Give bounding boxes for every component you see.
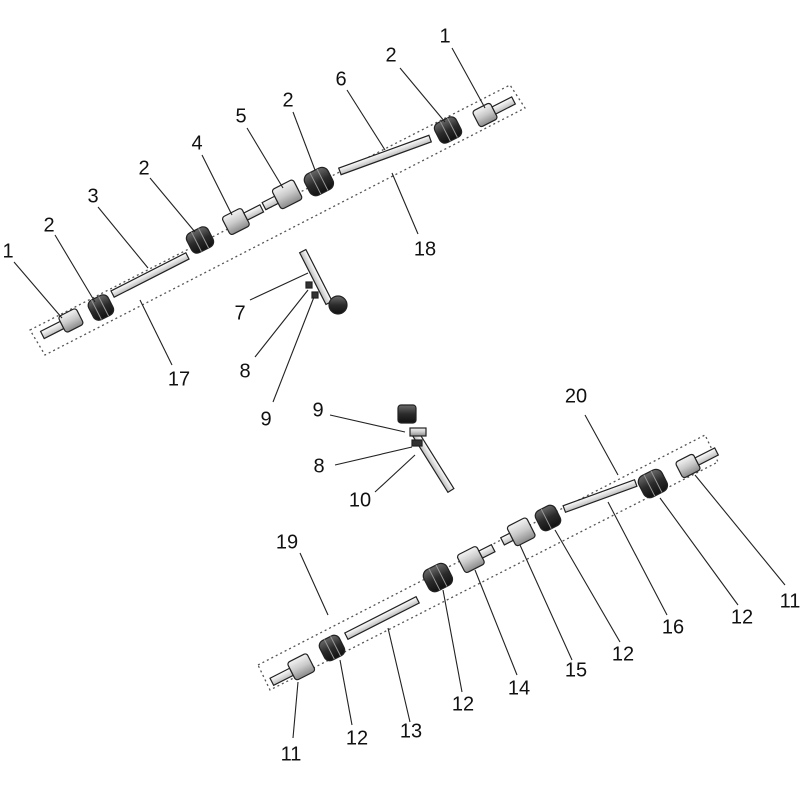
part-12-boot-a	[318, 634, 346, 662]
callout-12: 12	[731, 606, 753, 628]
callout-14: 14	[508, 677, 530, 699]
part-6-shaft	[337, 134, 433, 176]
callout-4: 4	[191, 132, 202, 154]
callout-12: 12	[612, 643, 634, 665]
callout-3: 3	[87, 185, 98, 207]
part-8-bolt-a	[305, 281, 313, 289]
callout-12: 12	[452, 693, 474, 715]
part-4-inner-joint	[221, 204, 265, 236]
part-8-bolt-b	[409, 427, 427, 437]
part-2-boot-c	[303, 166, 335, 197]
part-10-intermediate-shaft	[410, 428, 455, 494]
callout-11: 11	[281, 743, 302, 765]
part-10-bearing-housing	[397, 404, 417, 424]
upper-center-bearing	[298, 248, 348, 315]
part-12-boot-b	[422, 562, 454, 593]
part-5-joint-housing	[261, 179, 303, 211]
callout-2: 2	[138, 157, 149, 179]
part-2-boot-a	[87, 294, 115, 321]
part-15-joint-housing	[499, 517, 536, 547]
callout-8: 8	[313, 455, 324, 477]
callout-7: 7	[234, 302, 245, 324]
part-11-outer-cv-joint-right	[675, 447, 720, 479]
callout-20: 20	[565, 385, 587, 407]
callout-12: 12	[346, 727, 368, 749]
callout-2: 2	[282, 89, 293, 111]
part-2-boot-b	[185, 226, 215, 254]
callout-15: 15	[565, 659, 587, 681]
part-9-nut-b	[411, 439, 423, 447]
callout-17: 17	[168, 368, 190, 390]
callout-9: 9	[312, 399, 323, 421]
upper-assembly	[29, 84, 526, 356]
part-12-boot-d	[637, 468, 669, 499]
part-16-shaft	[562, 478, 638, 514]
callout-13: 13	[400, 720, 422, 742]
callout-1: 1	[439, 25, 450, 47]
callout-8: 8	[239, 360, 250, 382]
part-9-nut-a	[311, 291, 319, 299]
part-1-outer-cv-joint-right	[472, 96, 517, 128]
part-12-boot-c	[534, 504, 562, 532]
lower-center-bearing	[397, 404, 455, 494]
lower-assembly	[257, 434, 720, 691]
part-14-inner-joint	[456, 543, 496, 574]
callout-9: 9	[260, 408, 271, 430]
callout-6: 6	[335, 68, 346, 90]
callout-18: 18	[414, 238, 436, 260]
part-7-bearing-housing	[328, 295, 348, 315]
callout-2: 2	[43, 214, 54, 236]
part-13-shaft	[343, 595, 421, 641]
callout-1: 1	[2, 240, 13, 262]
leader-lines	[13, 47, 786, 739]
callout-labels: 1 2 3 2 4 5 2 6 2 1 18 17 7 8 9 9 8 10 2…	[2, 25, 800, 765]
callout-2: 2	[385, 44, 396, 66]
callout-19: 19	[276, 531, 298, 553]
callout-10: 10	[349, 489, 371, 511]
upper-assembly-outline	[29, 84, 526, 356]
part-2-boot-d	[433, 116, 463, 144]
callout-16: 16	[662, 616, 684, 638]
callout-11: 11	[780, 590, 800, 612]
part-1-outer-cv-joint-left	[39, 308, 84, 340]
part-3-shaft	[110, 252, 190, 298]
callout-5: 5	[235, 105, 246, 127]
part-11-outer-cv-joint-left	[269, 653, 316, 687]
